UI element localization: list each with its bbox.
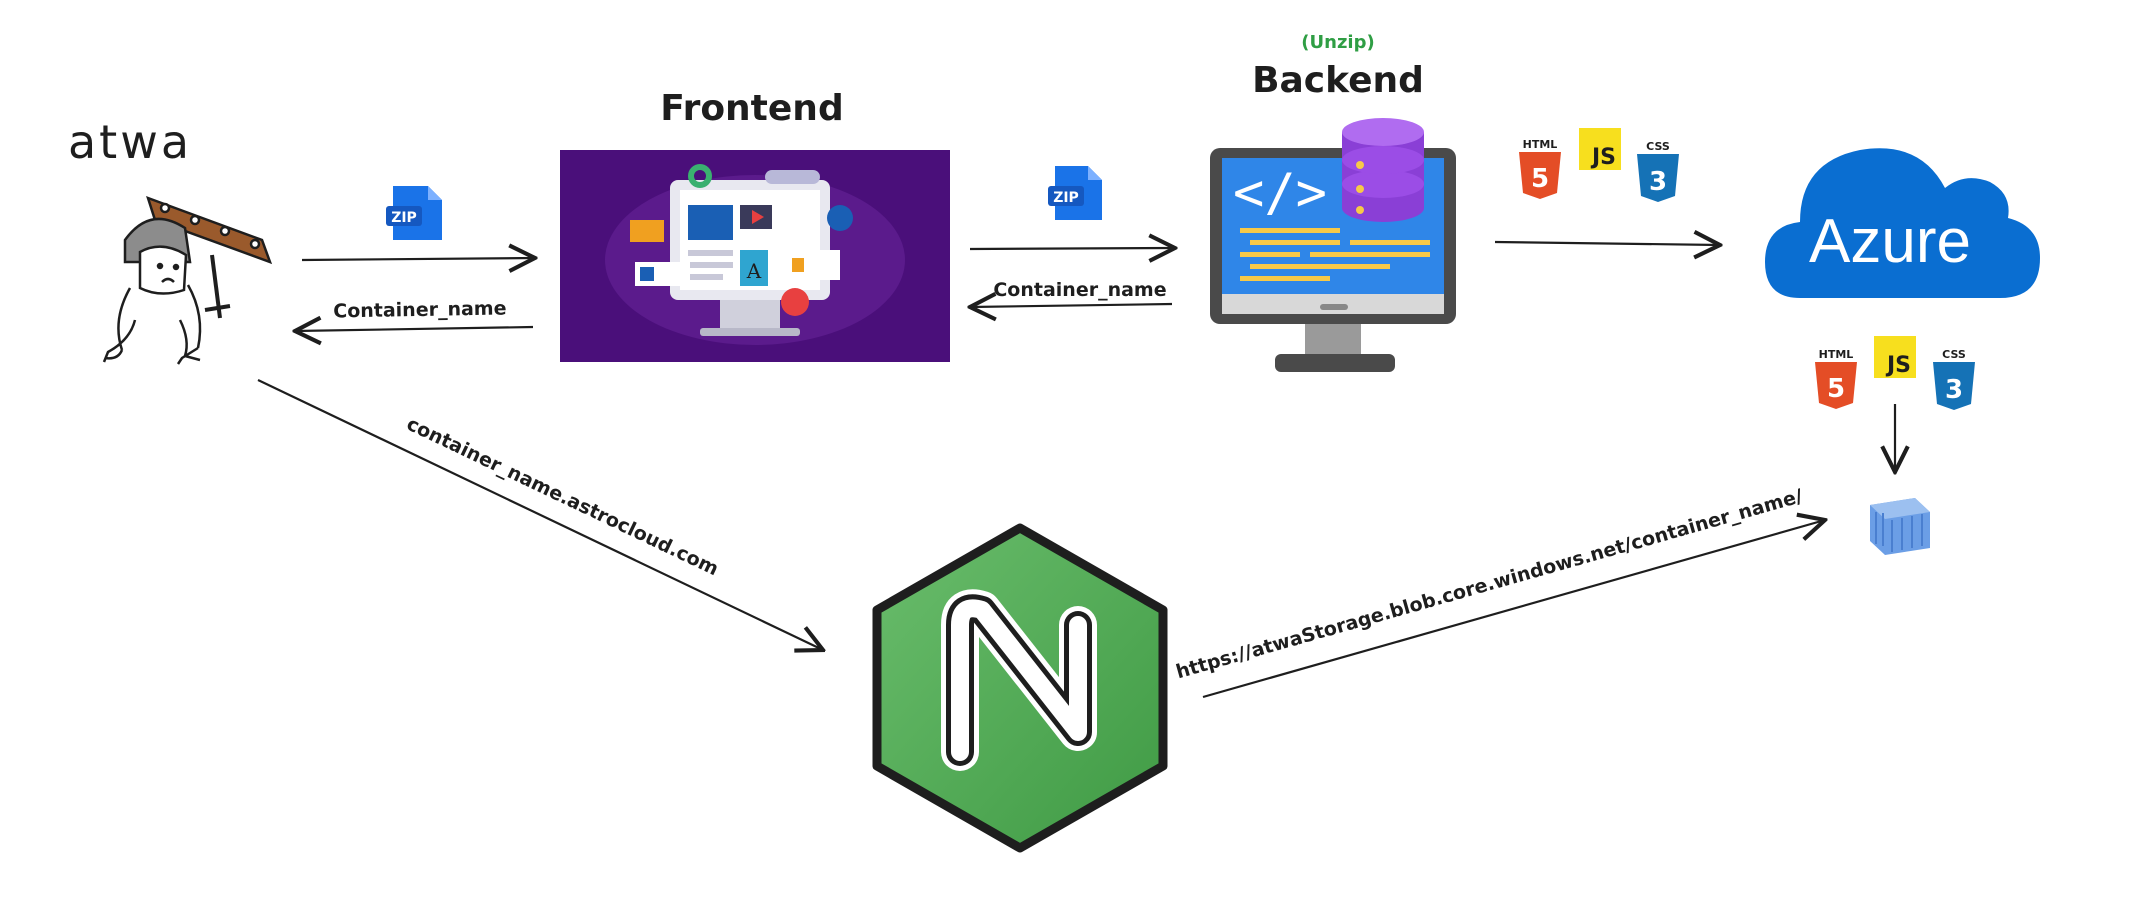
zip-label-1: ZIP xyxy=(391,210,417,226)
arrow-frontend-to-backend xyxy=(969,248,1175,249)
knight-illustration xyxy=(102,195,273,365)
svg-text:JS: JS xyxy=(1590,145,1616,170)
svg-text:CSS: CSS xyxy=(1942,348,1966,361)
zip-file-icon-2: ZIP xyxy=(1048,166,1102,220)
label-nginx-to-storage: https://atwaStorage.blob.core.windows.ne… xyxy=(1174,485,1806,683)
svg-text:HTML: HTML xyxy=(1523,138,1558,151)
svg-text:5: 5 xyxy=(1827,374,1845,404)
zip-label-2: ZIP xyxy=(1053,190,1079,206)
frontend-monitor-icon: A xyxy=(605,164,905,345)
database-icon xyxy=(1342,118,1424,222)
storage-container-icon xyxy=(1870,498,1930,555)
html5-icon: HTML 5 xyxy=(1815,348,1857,409)
azure-label: Azure xyxy=(1809,207,1971,276)
backend-node: (Unzip) Backend </> xyxy=(1210,32,1456,372)
html5-icon: HTML 5 xyxy=(1519,138,1561,199)
svg-text:</>: </> xyxy=(1233,163,1327,223)
svg-text:HTML: HTML xyxy=(1819,348,1854,361)
arrow-nginx-to-storage xyxy=(1202,520,1825,699)
nginx-icon xyxy=(872,523,1168,853)
actor-name: atwa xyxy=(68,115,192,169)
actor-atwa: atwa xyxy=(68,115,273,365)
label-frontend-to-user: Container_name xyxy=(333,297,507,322)
label-backend-to-frontend: Container_name xyxy=(993,279,1166,301)
arrows xyxy=(257,242,1895,699)
javascript-icon: JS xyxy=(1579,128,1621,170)
arrow-backend-to-frontend xyxy=(970,304,1173,307)
svg-text:3: 3 xyxy=(1649,167,1667,197)
web-stack-icons-bottom: HTML 5 JS CSS 3 xyxy=(1815,336,1975,410)
css3-icon: CSS 3 xyxy=(1933,348,1975,410)
svg-text:3: 3 xyxy=(1945,375,1963,405)
zip-file-icon-1: ZIP xyxy=(386,186,442,240)
css3-icon: CSS 3 xyxy=(1637,140,1679,202)
frontend-node: Frontend A xyxy=(560,88,950,362)
svg-text:CSS: CSS xyxy=(1646,140,1670,153)
label-user-to-nginx: container_name.astrocloud.com xyxy=(403,413,722,580)
arrow-user-to-nginx xyxy=(257,379,823,650)
backend-note: (Unzip) xyxy=(1301,32,1374,53)
frontend-title: Frontend xyxy=(660,88,843,129)
arrow-frontend-to-user xyxy=(295,327,534,331)
svg-text:5: 5 xyxy=(1531,164,1549,194)
backend-title: Backend xyxy=(1252,60,1424,101)
arrow-backend-to-azure xyxy=(1494,242,1720,245)
svg-text:JS: JS xyxy=(1885,353,1911,378)
javascript-icon: JS xyxy=(1874,336,1916,378)
azure-cloud-icon: Azure xyxy=(1765,148,2040,298)
svg-text:A: A xyxy=(746,259,762,283)
web-stack-icons-top: HTML 5 JS CSS 3 xyxy=(1519,128,1679,202)
arrow-user-to-frontend xyxy=(301,258,535,260)
